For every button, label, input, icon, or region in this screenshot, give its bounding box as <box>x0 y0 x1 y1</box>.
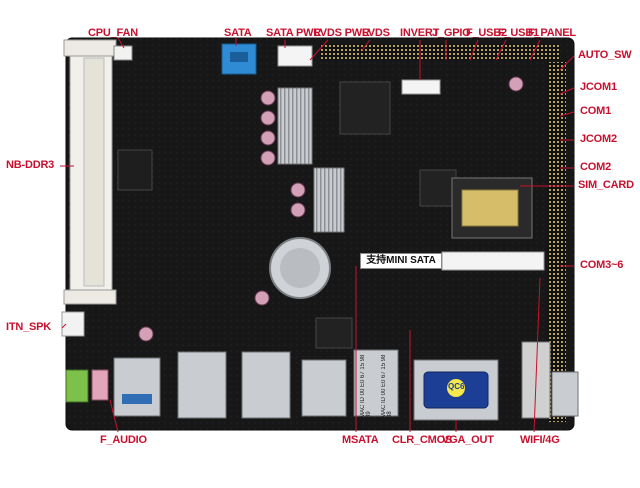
label-clr-cmos: CLR_CMOS <box>392 434 453 446</box>
leader-lvds <box>361 39 371 51</box>
leader-com1 <box>559 111 575 117</box>
rj45-port-1 <box>301 359 347 417</box>
label-sata: SATA <box>224 27 252 39</box>
speaker-connector <box>61 311 85 337</box>
leader-f-audio <box>109 399 119 433</box>
label-jcom2: JCOM2 <box>580 133 617 145</box>
cpu-fan-connector <box>113 45 133 61</box>
label-com1: COM1 <box>580 105 611 117</box>
label-auto-sw: AUTO_SW <box>578 49 632 61</box>
invert-connector <box>401 79 441 95</box>
sata-connector-slot <box>230 52 248 62</box>
mac-id-label-1: MAC ID 00 E0 67 15 98 89 <box>360 354 372 418</box>
label-sim-card: SIM_CARD <box>578 179 634 191</box>
chip-logo <box>117 149 153 191</box>
capacitor-group <box>138 76 524 342</box>
ddr3-slot-inner <box>83 57 105 287</box>
usb-stack-1 <box>177 351 227 419</box>
label-com2: COM2 <box>580 161 611 173</box>
label-sata-pwr: SATA PWR <box>266 27 322 39</box>
leader-cpu-fan <box>117 37 125 49</box>
usb3-port <box>113 357 161 417</box>
right-pin-header <box>548 62 566 422</box>
label-msata: MSATA <box>342 434 379 446</box>
label-f-audio: F_AUDIO <box>100 434 147 446</box>
leader-f-panel <box>529 39 541 61</box>
ddr3-latch-top <box>63 39 117 57</box>
vga-chip-text: QC6 <box>448 382 465 391</box>
label-com3-6: COM3~6 <box>580 259 624 271</box>
chip-io <box>419 169 457 207</box>
audio-jack-green <box>65 369 89 403</box>
label-nb-ddr3: NB-DDR3 <box>6 159 55 171</box>
top-pin-header <box>320 44 560 60</box>
ddr3-latch-bottom <box>63 289 117 305</box>
label-j-gpio: J_GPIO <box>432 27 471 39</box>
right-io-port <box>551 371 579 417</box>
chip-main <box>339 81 391 135</box>
leader-f-usb1 <box>495 39 507 61</box>
label-invert: INVERT <box>400 27 440 39</box>
sim-card-contacts <box>461 189 519 227</box>
mac-id-label-2: MAC ID 00 E0 67 15 98 88 <box>381 354 393 418</box>
leader-itn-spk <box>61 323 67 329</box>
leader-f-usb2 <box>469 39 479 61</box>
leader-jcom1 <box>559 87 575 95</box>
label-f-usb2: F_USB2 <box>466 27 507 39</box>
heatsink-lower <box>313 167 345 233</box>
audio-jack-pink <box>91 369 109 401</box>
leader-auto-sw <box>559 55 575 71</box>
label-vga-out: VGA_OUT <box>442 434 494 446</box>
msata-slot <box>441 251 545 271</box>
usb-stack-2 <box>241 351 291 419</box>
cmos-battery-inner <box>280 248 320 288</box>
label-f-panel: F_PANEL <box>528 27 576 39</box>
label-f-usb1: F_USB1 <box>498 27 539 39</box>
label-cpu-fan: CPU_FAN <box>88 27 138 39</box>
vga-chip-marker <box>447 379 465 397</box>
label-wifi-4g: WIFI/4G <box>520 434 560 446</box>
pcb-board <box>65 37 575 431</box>
sata-power-connector <box>277 45 313 67</box>
usb3-port-tongue <box>122 394 152 404</box>
label-lvds-pwr: LVDS PWR <box>314 27 370 39</box>
label-jcom1: JCOM1 <box>580 81 617 93</box>
chip-lan <box>315 317 353 349</box>
leader-lines <box>60 37 575 433</box>
heatsink-upper <box>277 87 313 165</box>
mini-sata-banner: 支持MINI SATA <box>360 253 442 269</box>
leader-lvds-pwr <box>309 39 329 61</box>
leader-wifi-4g <box>533 277 541 433</box>
label-itn-spk: ITN_SPK <box>6 321 52 333</box>
label-lvds: LVDS <box>362 27 390 39</box>
rj45-port-2 <box>353 349 399 417</box>
